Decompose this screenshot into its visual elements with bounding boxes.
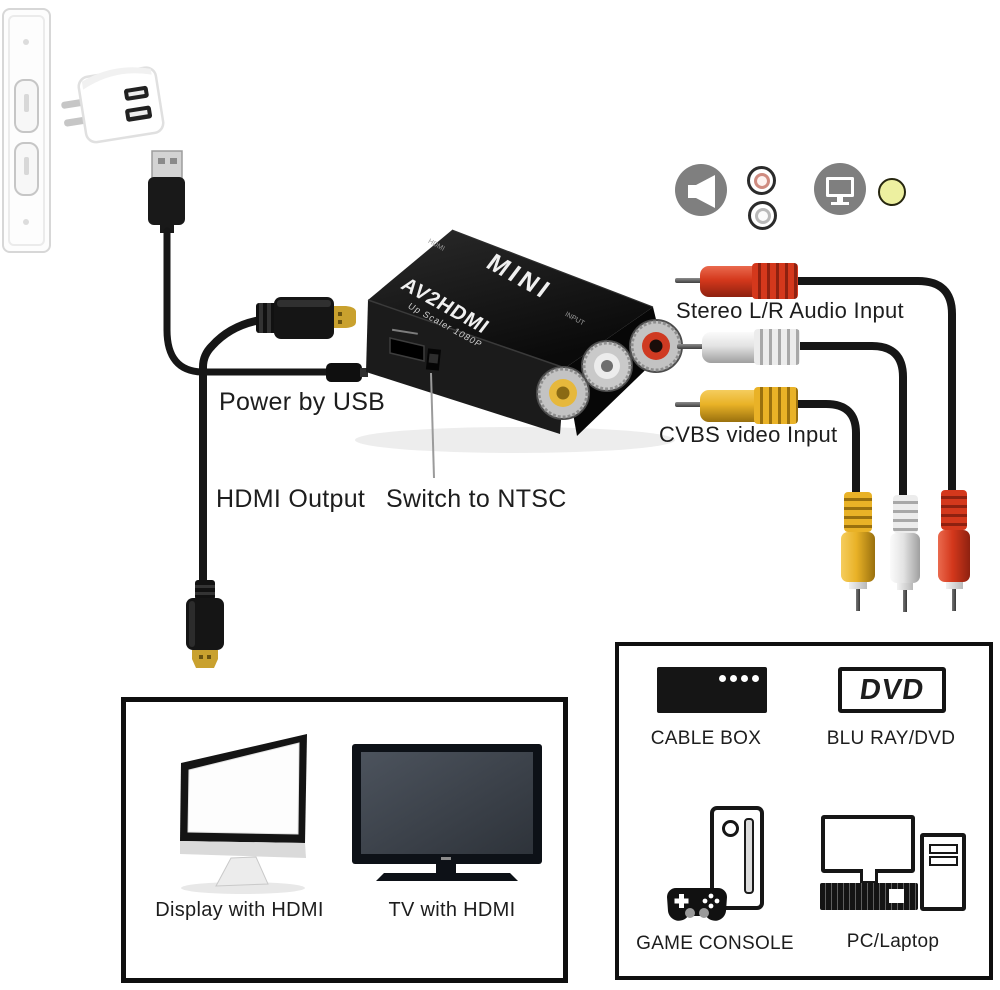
white-audio-plug-left xyxy=(677,329,801,365)
power-plug xyxy=(326,363,368,382)
label-cvbs-video-input: CVBS video Input xyxy=(659,422,838,447)
converter-shadow xyxy=(355,427,675,453)
cable-box-leds xyxy=(719,675,759,682)
usb-charger xyxy=(61,66,165,144)
usb-power-cable xyxy=(163,227,332,376)
gamepad-icon xyxy=(667,888,727,921)
pc-tower-icon xyxy=(920,833,966,911)
yellow-rca-icon xyxy=(878,178,906,206)
pc-tower-drive-slot xyxy=(929,844,958,854)
converter-hdmi-marking: HDMI xyxy=(426,238,446,253)
yellow-video-plug-left xyxy=(675,387,799,424)
dvd-logo-text: DVD xyxy=(857,673,927,706)
hdmi-cable xyxy=(199,314,288,590)
label-bluray-dvd: BLU RAY/DVD xyxy=(826,728,956,749)
label-game-console: GAME CONSOLE xyxy=(636,933,794,954)
label-hdmi-output: HDMI Output xyxy=(216,485,366,513)
rca-jack-white xyxy=(581,340,633,392)
rca-jack-yellow xyxy=(536,366,590,420)
label-cable-box: CABLE BOX xyxy=(650,728,762,749)
monitor-icon xyxy=(814,163,866,215)
white-audio-plug-end xyxy=(890,495,920,612)
rca-jack-red xyxy=(629,319,683,373)
dvd-logo: DVD xyxy=(838,667,946,713)
label-power-by-usb: Power by USB xyxy=(219,388,386,416)
converter-brand-text: MINI xyxy=(480,249,559,305)
pc-keyboard-icon xyxy=(820,883,918,910)
label-switch-to-ntsc: Switch to NTSC xyxy=(386,485,567,513)
pc-tower-drive-slot xyxy=(929,856,958,866)
label-stereo-audio-input: Stereo L/R Audio Input xyxy=(676,298,904,323)
yellow-video-cable xyxy=(790,400,860,500)
converter-input-marking: INPUT xyxy=(563,311,586,328)
usb-plug xyxy=(148,150,185,233)
console-power-button xyxy=(722,820,739,837)
speaker-icon xyxy=(675,164,727,216)
label-display-with-hdmi: Display with HDMI xyxy=(155,899,324,921)
red-audio-plug-end xyxy=(938,490,970,611)
cable-box-icon xyxy=(657,667,767,713)
pc-monitor-icon xyxy=(821,815,915,873)
label-pc-laptop: PC/Laptop xyxy=(846,931,940,952)
yellow-video-plug-end xyxy=(841,492,875,611)
displays-panel xyxy=(121,697,568,983)
pc-keyboard-key xyxy=(889,889,904,903)
hdmi-connector-to-converter xyxy=(256,297,356,339)
wall-outlet xyxy=(2,8,51,253)
label-tv-with-hdmi: TV with HDMI xyxy=(388,899,516,921)
red-audio-plug-left xyxy=(675,263,799,299)
white-rca-icon xyxy=(748,201,777,230)
red-rca-icon xyxy=(747,166,776,195)
pc-monitor-stand xyxy=(860,869,878,884)
hdmi-connector-output-end xyxy=(186,580,224,668)
console-disc-slot xyxy=(744,818,754,894)
